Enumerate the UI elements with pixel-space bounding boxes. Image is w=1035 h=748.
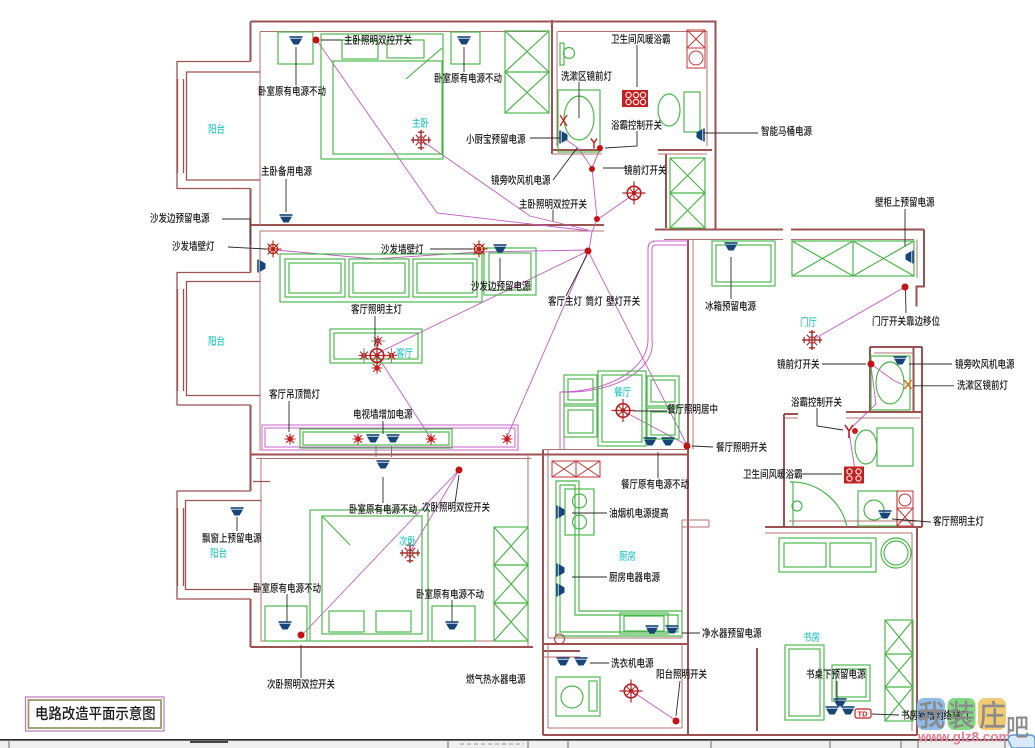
svg-text:www.glz8.com: www.glz8.com <box>917 730 1011 745</box>
svg-text:TD: TD <box>858 710 869 719</box>
